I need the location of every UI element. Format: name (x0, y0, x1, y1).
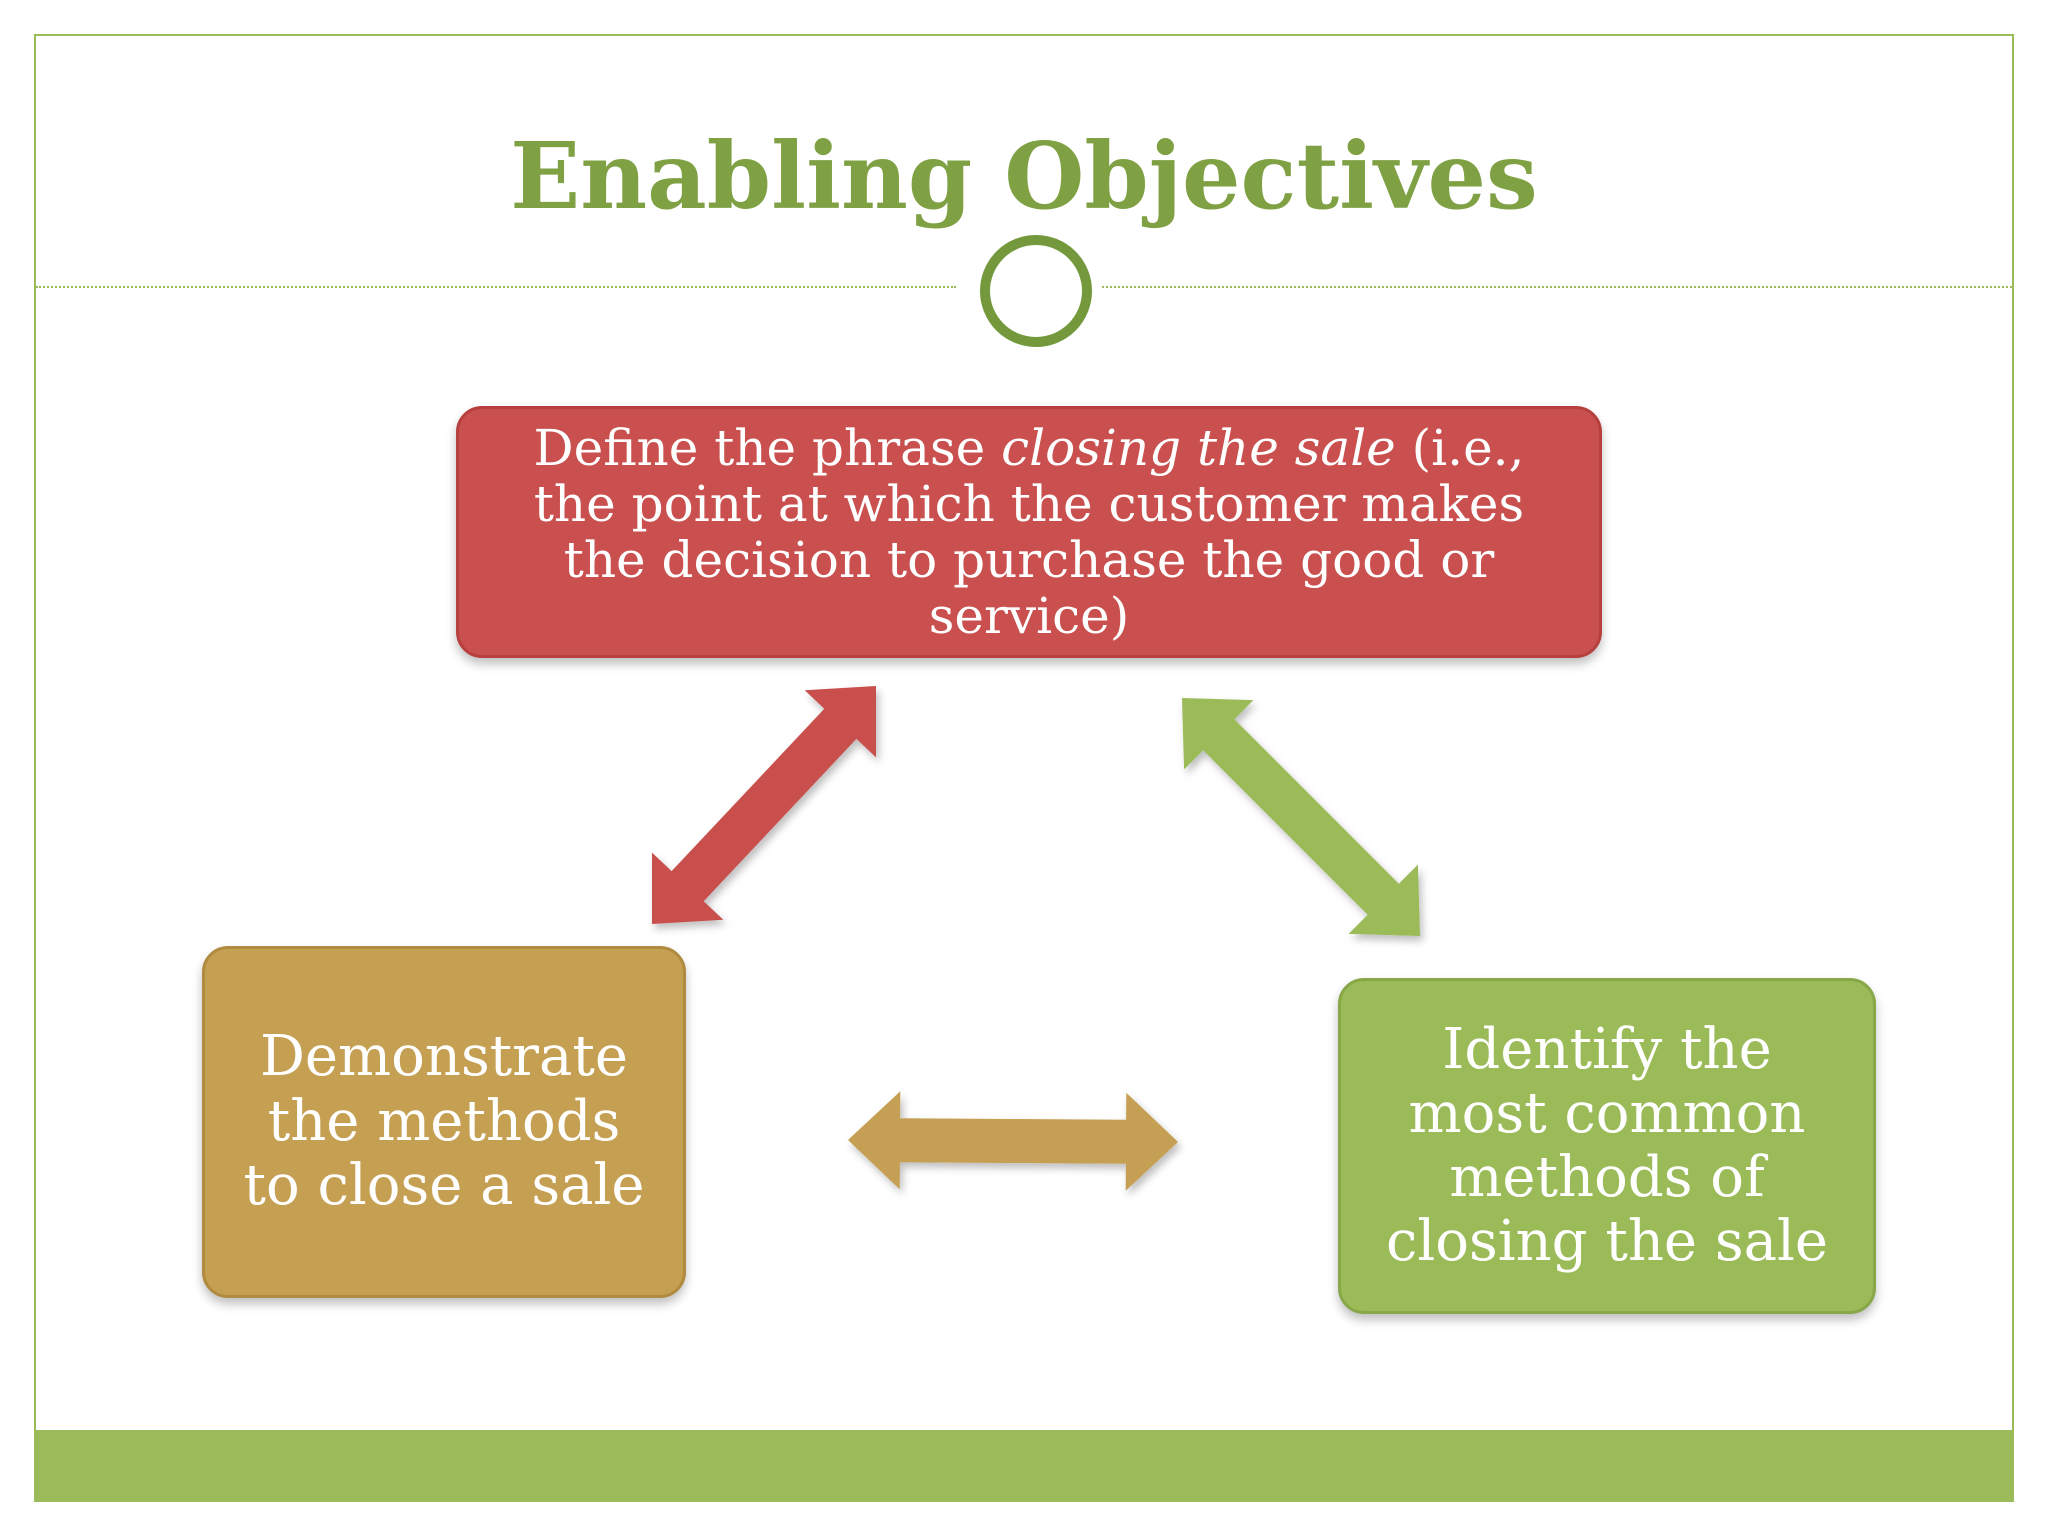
define-text-italic: closing the sale (1001, 419, 1396, 477)
objective-identify-text: Identify the most common methods of clos… (1385, 1017, 1829, 1274)
title-divider-right (1102, 286, 2012, 288)
circle-ornament-icon (980, 235, 1092, 347)
slide-title: Enabling Objectives (510, 122, 1538, 230)
objective-demonstrate-text: Demonstrate the methods to close a sale (243, 1023, 645, 1219)
objective-define-closing-the-sale: Define the phrase closing the sale (i.e.… (456, 406, 1602, 658)
title-divider-left (36, 286, 956, 288)
objective-define-text: Define the phrase closing the sale (i.e.… (489, 420, 1569, 644)
double-arrow-define-identify (1182, 698, 1420, 936)
footer-bar (36, 1430, 2012, 1500)
define-text-after: (i.e., the point at which the customer m… (533, 419, 1525, 645)
objective-demonstrate-methods: Demonstrate the methods to close a sale (202, 946, 686, 1298)
define-text-before: Define the phrase (533, 419, 1002, 477)
double-arrow-demonstrate-identify (848, 1091, 1178, 1191)
double-arrow-define-demonstrate (652, 686, 876, 924)
slide: Enabling Objectives Define the phrase cl… (34, 34, 2014, 1502)
connector-arrows (652, 686, 1420, 1191)
objective-identify-methods: Identify the most common methods of clos… (1338, 978, 1876, 1314)
